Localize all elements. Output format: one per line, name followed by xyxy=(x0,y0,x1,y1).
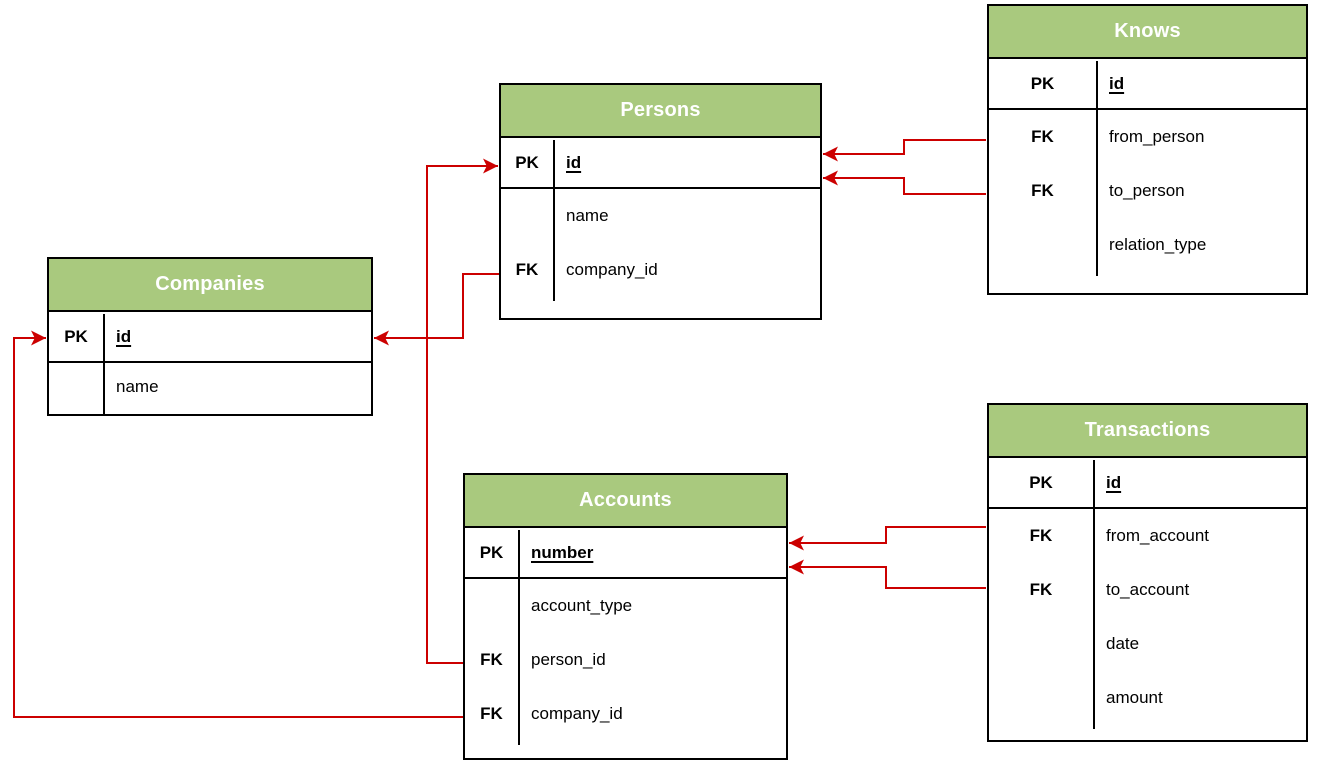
attribute-name: relation_type xyxy=(1109,235,1207,254)
table-row: FK to_account xyxy=(989,563,1306,617)
table-row: name xyxy=(501,189,820,243)
table-row: FK company_id xyxy=(501,243,820,297)
table-row: PK id xyxy=(501,138,820,189)
table-row: PK id xyxy=(49,312,371,363)
relation-edge-knows-from-person-to-persons-id xyxy=(823,139,986,162)
attribute-name: person_id xyxy=(531,650,606,669)
table-row: FK company_id xyxy=(465,687,786,741)
table-row: amount xyxy=(989,671,1306,725)
entity-table-companies: Companies PK id name xyxy=(47,257,373,416)
key-cell: FK xyxy=(480,704,503,723)
attribute-name: to_person xyxy=(1109,181,1185,200)
attribute-name: account_type xyxy=(531,596,633,615)
table-row: date xyxy=(989,617,1306,671)
relation-edge-persons-company-id-to-companies-id xyxy=(374,273,499,346)
attribute-name: company_id xyxy=(531,704,623,723)
key-column-divider xyxy=(518,530,520,745)
key-cell xyxy=(989,617,1093,671)
key-cell xyxy=(989,218,1096,272)
attribute-name: name xyxy=(566,206,609,225)
table-row: FK from_account xyxy=(989,509,1306,563)
attribute-name: number xyxy=(531,542,594,562)
key-cell: PK xyxy=(1030,73,1055,93)
key-cell: PK xyxy=(64,326,88,346)
attribute-name: name xyxy=(116,376,159,396)
table-row: FK person_id xyxy=(465,633,786,687)
key-cell xyxy=(465,579,518,633)
table-row: PK id xyxy=(989,458,1306,509)
table-title-companies: Companies xyxy=(49,259,371,312)
table-row: FK to_person xyxy=(989,164,1306,218)
key-cell xyxy=(989,671,1093,725)
attribute-name: from_person xyxy=(1109,127,1205,146)
table-title-transactions: Transactions xyxy=(989,405,1306,458)
key-column-divider xyxy=(1096,61,1098,276)
relation-edge-transactions-to-account-to-accounts-number xyxy=(789,559,986,589)
table-title-knows: Knows xyxy=(989,6,1306,59)
key-cell: FK xyxy=(515,260,539,279)
attribute-name: company_id xyxy=(566,260,658,279)
entity-table-knows: Knows PK id FK from_person FK to_person … xyxy=(987,4,1308,295)
key-cell: FK xyxy=(1031,127,1054,146)
attribute-name: from_account xyxy=(1106,526,1209,545)
key-cell xyxy=(49,363,103,410)
attribute-name: amount xyxy=(1106,688,1163,707)
entity-table-accounts: Accounts PK number account_type FK perso… xyxy=(463,473,788,760)
key-cell: FK xyxy=(1031,181,1054,200)
key-cell: PK xyxy=(479,542,504,562)
entity-table-persons: Persons PK id name FK company_id xyxy=(499,83,822,320)
attribute-name: date xyxy=(1106,634,1140,653)
attribute-name: id xyxy=(116,326,132,346)
key-column-divider xyxy=(553,140,555,301)
key-cell: FK xyxy=(480,650,503,669)
key-cell: FK xyxy=(1029,580,1053,599)
attribute-name: to_account xyxy=(1106,580,1190,599)
table-row: account_type xyxy=(465,579,786,633)
table-title-persons: Persons xyxy=(501,85,820,138)
table-title-accounts: Accounts xyxy=(465,475,786,528)
key-cell xyxy=(501,189,553,243)
table-row: PK id xyxy=(989,59,1306,110)
key-cell: FK xyxy=(1029,526,1053,545)
key-column-divider xyxy=(1093,460,1095,729)
table-row: relation_type xyxy=(989,218,1306,272)
entity-table-transactions: Transactions PK id FK from_account FK to… xyxy=(987,403,1308,742)
attribute-name: id xyxy=(1109,73,1125,93)
table-row: FK from_person xyxy=(989,110,1306,164)
table-row: PK number xyxy=(465,528,786,579)
key-cell: PK xyxy=(1029,472,1053,492)
attribute-name: id xyxy=(1106,472,1122,492)
attribute-name: id xyxy=(566,152,582,172)
relation-edge-knows-to-person-to-persons-id xyxy=(823,170,986,195)
key-cell: PK xyxy=(515,152,539,172)
key-column-divider xyxy=(103,314,105,414)
table-row: name xyxy=(49,363,371,410)
relation-edge-transactions-from-account-to-accounts-number xyxy=(789,526,986,551)
